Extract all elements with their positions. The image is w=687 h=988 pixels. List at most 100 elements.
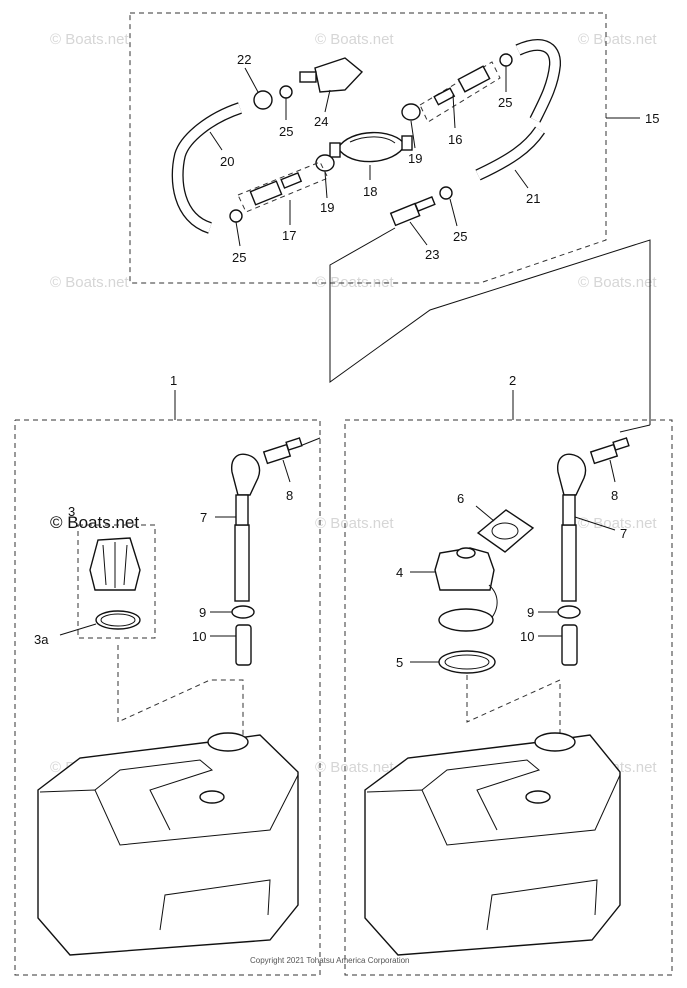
fuel-tank-2-vent: [525, 790, 551, 804]
leader-3a: [59, 623, 97, 636]
pickup-tube-2: [561, 524, 577, 602]
watermark-dark: © Boats.net: [50, 513, 139, 532]
callout-21: 21: [526, 191, 540, 206]
cap-3-box: [77, 524, 156, 639]
connector-8-left: [262, 443, 292, 465]
tank-assembly-1: [14, 390, 321, 976]
tank-1-guide: [117, 645, 244, 740]
callout-10-left: 10: [192, 629, 206, 644]
callout-8-left: 8: [286, 488, 293, 503]
callout-4: 4: [396, 565, 403, 580]
fitting-16-body: [457, 65, 491, 93]
leader-8-right: [609, 459, 616, 483]
fuel-tank-1-panel: [159, 879, 271, 931]
tank-cap-4: [434, 547, 495, 591]
callout-6: 6: [457, 491, 464, 506]
callout-10-right: 10: [520, 629, 534, 644]
tank-1-border: [14, 419, 321, 976]
fitting-7-left: [235, 494, 249, 526]
fitting-17-body: [249, 180, 283, 206]
fitting-17-pin: [280, 172, 303, 189]
callout-3a: 3a: [34, 632, 49, 647]
leader-21: [514, 169, 529, 189]
cap-ring-5: [438, 650, 496, 674]
leader-25-a: [235, 221, 241, 247]
clip-25-d: [439, 186, 453, 200]
cap-ring-5-inner: [444, 654, 490, 670]
fitting-16-box: [419, 61, 501, 123]
hose-21: [476, 127, 544, 180]
callout-19-left: 19: [320, 200, 334, 215]
connector-23-body: [389, 202, 421, 227]
connector-guide-3: [619, 424, 651, 433]
callout-2: 2: [509, 373, 516, 388]
callout-3: 3: [68, 504, 75, 519]
callout-9-right: 9: [527, 605, 534, 620]
clip-25-b: [279, 85, 293, 99]
leader-20: [209, 131, 223, 151]
fuel-tank-1-handle: [94, 759, 214, 831]
callout-9-left: 9: [199, 605, 206, 620]
hose-15: [516, 40, 560, 123]
callout-23: 23: [425, 247, 439, 262]
callout-5: 5: [396, 655, 403, 670]
clip-25-a: [229, 209, 243, 223]
callout-1: 1: [170, 373, 177, 388]
copyright-notice: Copyright 2021 Tohatsu America Corporati…: [250, 956, 410, 965]
cap-seal-4: [438, 608, 494, 632]
leader-24: [324, 89, 331, 113]
fuel-tank-2: [364, 734, 621, 956]
fitting-16-pin: [433, 87, 456, 106]
leader-7-right: [574, 516, 616, 531]
watermark-7: © Boats.net: [315, 515, 394, 532]
connector-24-pin: [299, 71, 317, 83]
watermark-10: © Boats.net: [315, 759, 394, 776]
watermark-4: © Boats.net: [50, 274, 129, 291]
watermark-2: © Boats.net: [315, 31, 394, 48]
cap-22: [253, 90, 273, 110]
fuel-tank-1: [37, 734, 299, 956]
fuel-tank-2-neck: [534, 732, 576, 752]
callout-8-right: 8: [611, 488, 618, 503]
watermark-8: © Boats.net: [578, 515, 657, 532]
tank-2-guide: [466, 675, 561, 740]
leader-6: [475, 505, 495, 522]
gasket-6: [476, 509, 535, 553]
callout-24: 24: [314, 114, 328, 129]
fuel-tank-2-panel: [486, 879, 598, 931]
tank-cap-3-ribs: [102, 542, 128, 588]
primer-bulb-nozzle-right: [401, 135, 413, 151]
watermark-5: © Boats.net: [315, 274, 394, 291]
callout-19-right: 19: [408, 151, 422, 166]
clip-25-c: [499, 53, 513, 67]
pickup-tube-1: [234, 524, 250, 602]
hose-assembly-border: [129, 12, 607, 284]
watermark-1: © Boats.net: [50, 31, 129, 48]
fitting-7-right: [562, 494, 576, 526]
tank-2-border: [344, 419, 673, 976]
fuel-tank-2-edge: [366, 774, 621, 846]
callout-15: 15: [645, 111, 659, 126]
primer-bulb-nozzle-left: [329, 142, 341, 158]
fuel-tank-2-handle: [421, 759, 541, 831]
hose-assembly-group: [129, 12, 640, 284]
fuel-tank-1-edge: [39, 774, 299, 846]
connector-guide-1: [329, 227, 651, 425]
filter-10-right: [561, 624, 578, 666]
clamp-19-right: [401, 103, 421, 121]
leader-23: [409, 221, 428, 246]
watermark-3: © Boats.net: [578, 31, 657, 48]
fitting-17-box: [237, 161, 329, 213]
primer-bulb-highlight: [349, 136, 396, 144]
fuel-tank-1-vent: [199, 790, 225, 804]
fuel-tank-1-neck: [207, 732, 249, 752]
tank-assembly-2: [344, 390, 673, 976]
watermark-6: © Boats.net: [578, 274, 657, 291]
leader-25-d: [449, 198, 458, 227]
callout-18: 18: [363, 184, 377, 199]
tank-cap-4-vent: [456, 547, 476, 559]
gasket-6-inner: [491, 522, 519, 540]
connector-23-pin: [414, 196, 436, 212]
callout-17: 17: [282, 228, 296, 243]
